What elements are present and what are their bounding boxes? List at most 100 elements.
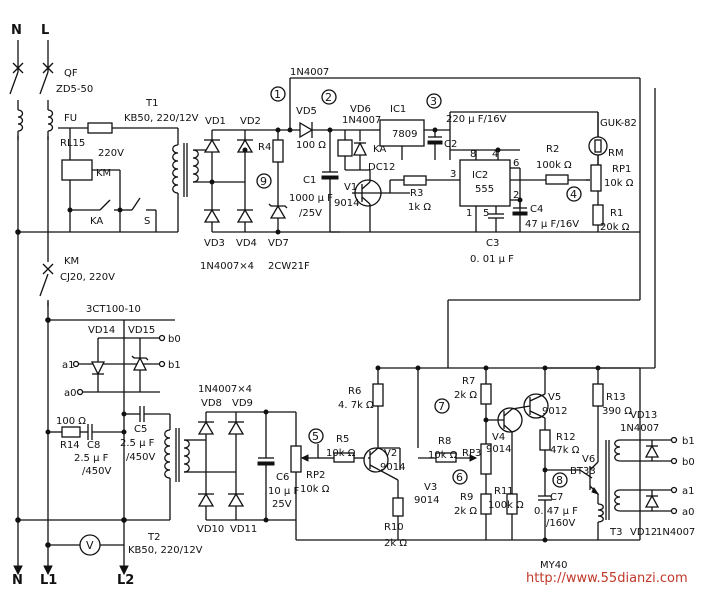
- ct-model: 3CT100-10: [86, 304, 141, 315]
- r11-resistor: [506, 493, 518, 540]
- c6-val1: 10 μ F: [268, 486, 299, 497]
- c6-capacitor: [257, 409, 275, 523]
- vd11-label: VD11: [230, 524, 257, 535]
- marker-4: 4: [570, 188, 577, 201]
- c3-ref: C3: [486, 238, 499, 249]
- r13-ref: R13: [606, 392, 626, 403]
- r13-val: 390 Ω: [602, 406, 632, 417]
- v4-ref: V4: [492, 432, 505, 443]
- r10-val: 2k Ω: [384, 538, 407, 549]
- ka-relay: [330, 129, 370, 171]
- r7-val: 2k Ω: [454, 390, 477, 401]
- km-model: CJ20, 220V: [60, 272, 115, 283]
- rp1-val: 10k Ω: [604, 178, 634, 189]
- vd13-ref: VD13: [630, 410, 657, 421]
- r1-val: 20k Ω: [600, 222, 630, 233]
- vd6-ref: VD6: [350, 104, 371, 115]
- out-b0: b0: [682, 457, 695, 468]
- terminal-l-label: L: [41, 23, 49, 38]
- r5-val: 10k Ω: [326, 448, 356, 459]
- r9-ref: R9: [460, 492, 473, 503]
- ct-b0: b0: [168, 334, 181, 345]
- r2-ref: R2: [546, 144, 559, 155]
- c4-ref: C4: [530, 204, 543, 215]
- c5-t2-branch: [121, 406, 200, 521]
- c1-val1: 1000 μ F: [289, 193, 333, 204]
- ct-a1: a1: [62, 360, 75, 371]
- r7-resistor: [415, 365, 492, 448]
- marker-8: 8: [556, 474, 563, 487]
- vd14-label: VD14: [88, 325, 115, 336]
- rp2-ref: RP2: [306, 470, 325, 481]
- voltmeter: [79, 534, 101, 556]
- diode-pkg1-label: 1N4007×4: [200, 261, 254, 272]
- vd7-label: VD7: [268, 238, 289, 249]
- c8-val1: 2.5 μ F: [74, 453, 109, 464]
- rp2-pot: [290, 412, 334, 520]
- marker-6: 6: [456, 471, 463, 484]
- timing-network: [330, 112, 640, 233]
- rp3-ref: RP3: [462, 448, 481, 459]
- c7-val1: 0. 47 μ F: [534, 506, 578, 517]
- v1-ref: V1: [344, 182, 357, 193]
- qf-model: ZD5-50: [56, 84, 93, 95]
- r8-rp3: [418, 417, 492, 540]
- v3-ref: V3: [424, 482, 437, 493]
- r14-ref: R14: [60, 440, 80, 451]
- r14-c8-branch: [45, 424, 127, 440]
- ka-relay-coil: DC12: [368, 162, 395, 173]
- voltmeter-label: V: [86, 539, 94, 552]
- vd12-model: 1N4007: [656, 527, 695, 538]
- relay-circuit: [61, 128, 157, 232]
- ic2-pin6: 6: [513, 158, 519, 169]
- ic2-pin3: 3: [450, 169, 456, 180]
- fuse-ref: FU: [64, 113, 77, 124]
- watermark: http://www.55dianzi.com: [526, 571, 688, 586]
- v2-transistor: [363, 447, 400, 481]
- c2-capacitor: [427, 127, 443, 160]
- fuse-model: RL15: [60, 138, 85, 149]
- t2-model: KB50, 220/12V: [128, 545, 203, 556]
- ic2-ref: IC2: [472, 170, 488, 181]
- rp2-val: 10k Ω: [300, 484, 330, 495]
- r14-val: 100 Ω: [56, 416, 86, 427]
- r6-val: 4. 7k Ω: [338, 400, 374, 411]
- c5-val2: /450V: [126, 452, 155, 463]
- rp1-ref: RP1: [612, 164, 631, 175]
- c2-ref: C2: [444, 139, 457, 150]
- c8-val2: /450V: [82, 466, 111, 477]
- r4-val: 100 Ω: [296, 140, 326, 151]
- km-ref: KM: [64, 256, 79, 267]
- output-pulse-circuit: [614, 436, 678, 515]
- v6-model: BT33: [570, 466, 596, 477]
- ic1-ref: IC1: [390, 104, 406, 115]
- relay-voltage: 220V: [98, 148, 124, 159]
- ic2-model: 555: [475, 184, 494, 195]
- v5-transistor: [511, 368, 549, 430]
- r4-zener-branch: [268, 127, 288, 235]
- rail-arrows: [13, 565, 129, 576]
- ic1-regulator: [370, 119, 450, 160]
- r12-val: 47k Ω: [550, 445, 580, 456]
- vd15-label: VD15: [128, 325, 155, 336]
- r6-resistor: [372, 365, 384, 448]
- terminal-l1-label: L1: [40, 573, 57, 588]
- ic2-555: [459, 147, 546, 232]
- r3-val: 1k Ω: [408, 202, 431, 213]
- trigger-stage: [538, 365, 610, 543]
- marker-7: 7: [438, 400, 445, 413]
- ic2-pin8: 8: [470, 149, 476, 160]
- v4-model: 9014: [486, 444, 511, 455]
- rm-ref: RM: [608, 148, 624, 159]
- v3-transistor: [392, 448, 404, 540]
- r3-ref: R3: [410, 188, 423, 199]
- v3-model: 9014: [414, 495, 439, 506]
- qf-ref: QF: [64, 68, 78, 79]
- r9-val: 2k Ω: [454, 506, 477, 517]
- marker-2: 2: [325, 91, 332, 104]
- terminal-n-out-label: N: [12, 573, 23, 588]
- c2-val: 220 μ F/16V: [446, 114, 507, 125]
- vd4-label: VD4: [236, 238, 257, 249]
- relay-coil-km: KM: [96, 168, 111, 179]
- vd1-label: VD1: [205, 116, 226, 127]
